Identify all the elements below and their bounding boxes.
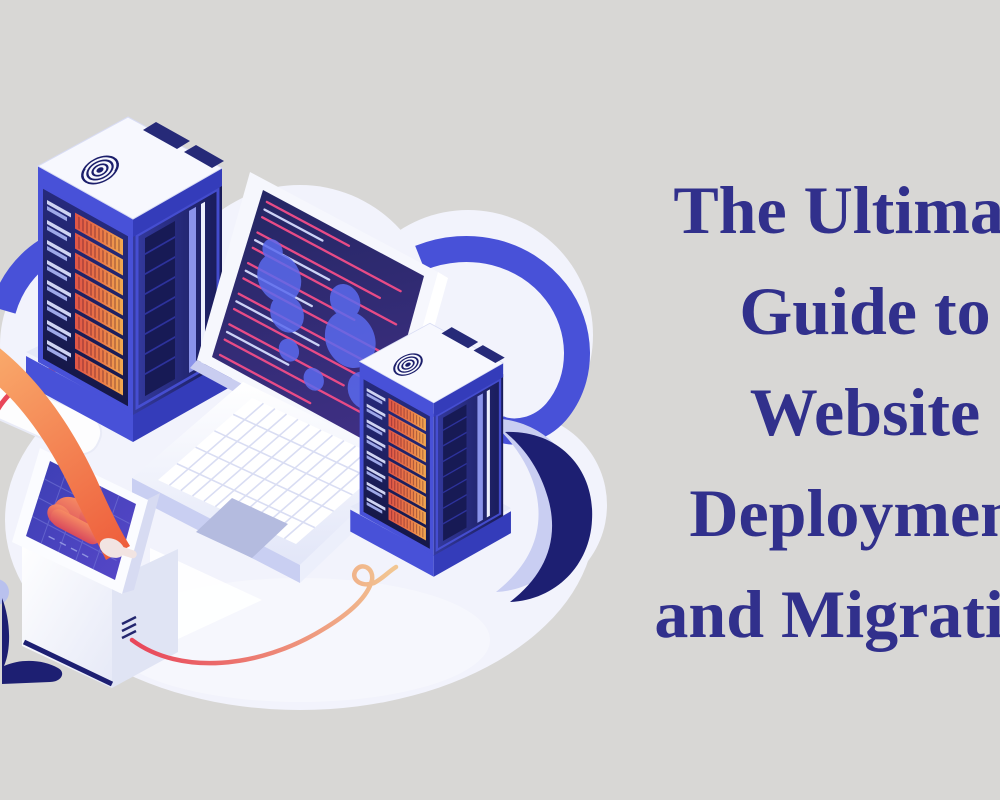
hand [99, 538, 137, 559]
server-rack-left [26, 117, 232, 442]
title-line-5: and Migration [654, 576, 1000, 652]
laptop [132, 172, 448, 583]
title-line-4: Deployment [689, 475, 1000, 551]
trackpad [196, 498, 288, 558]
server-rack-right [350, 323, 511, 577]
title-line-3: Website [749, 374, 981, 450]
person-shoe [0, 579, 63, 684]
code-lines [220, 202, 417, 435]
network-cable [129, 564, 399, 666]
person-arm [0, 348, 137, 560]
title-line-2: Guide to [739, 273, 991, 349]
title-line-1: The Ultimate [673, 172, 1000, 248]
banner-title: The Ultimate Guide to Website Deployment… [645, 160, 1000, 665]
